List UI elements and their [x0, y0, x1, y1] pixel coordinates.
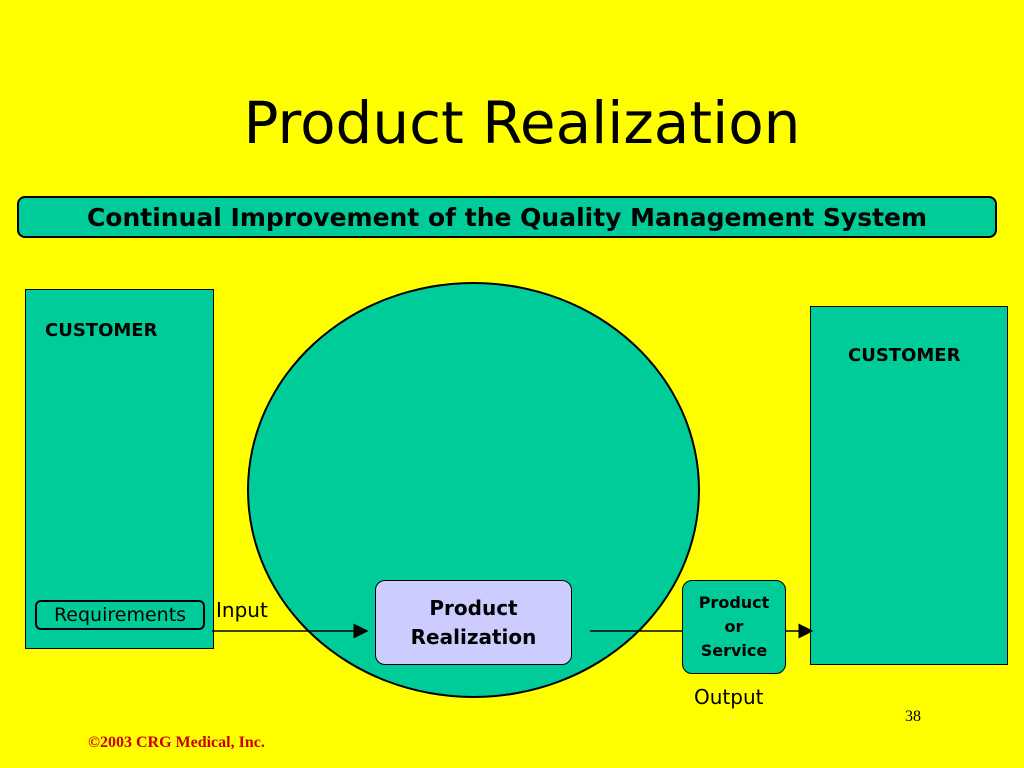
customer-label-left: CUSTOMER [45, 320, 158, 341]
requirements-box: Requirements [35, 600, 205, 630]
continual-improvement-banner: Continual Improvement of the Quality Man… [17, 196, 997, 238]
customer-box-right: CUSTOMER [810, 306, 1008, 665]
output-label: Output [694, 685, 764, 709]
page-number: 38 [905, 708, 921, 725]
input-label: Input [216, 598, 268, 622]
product-or-service-box: Product or Service [682, 580, 786, 674]
product-realization-box: Product Realization [375, 580, 572, 665]
copyright-notice: ©2003 CRG Medical, Inc. [88, 734, 265, 751]
customer-label-right: CUSTOMER [848, 345, 961, 366]
customer-box-left: CUSTOMER [25, 289, 214, 649]
slide-title: Product Realization [243, 89, 801, 157]
